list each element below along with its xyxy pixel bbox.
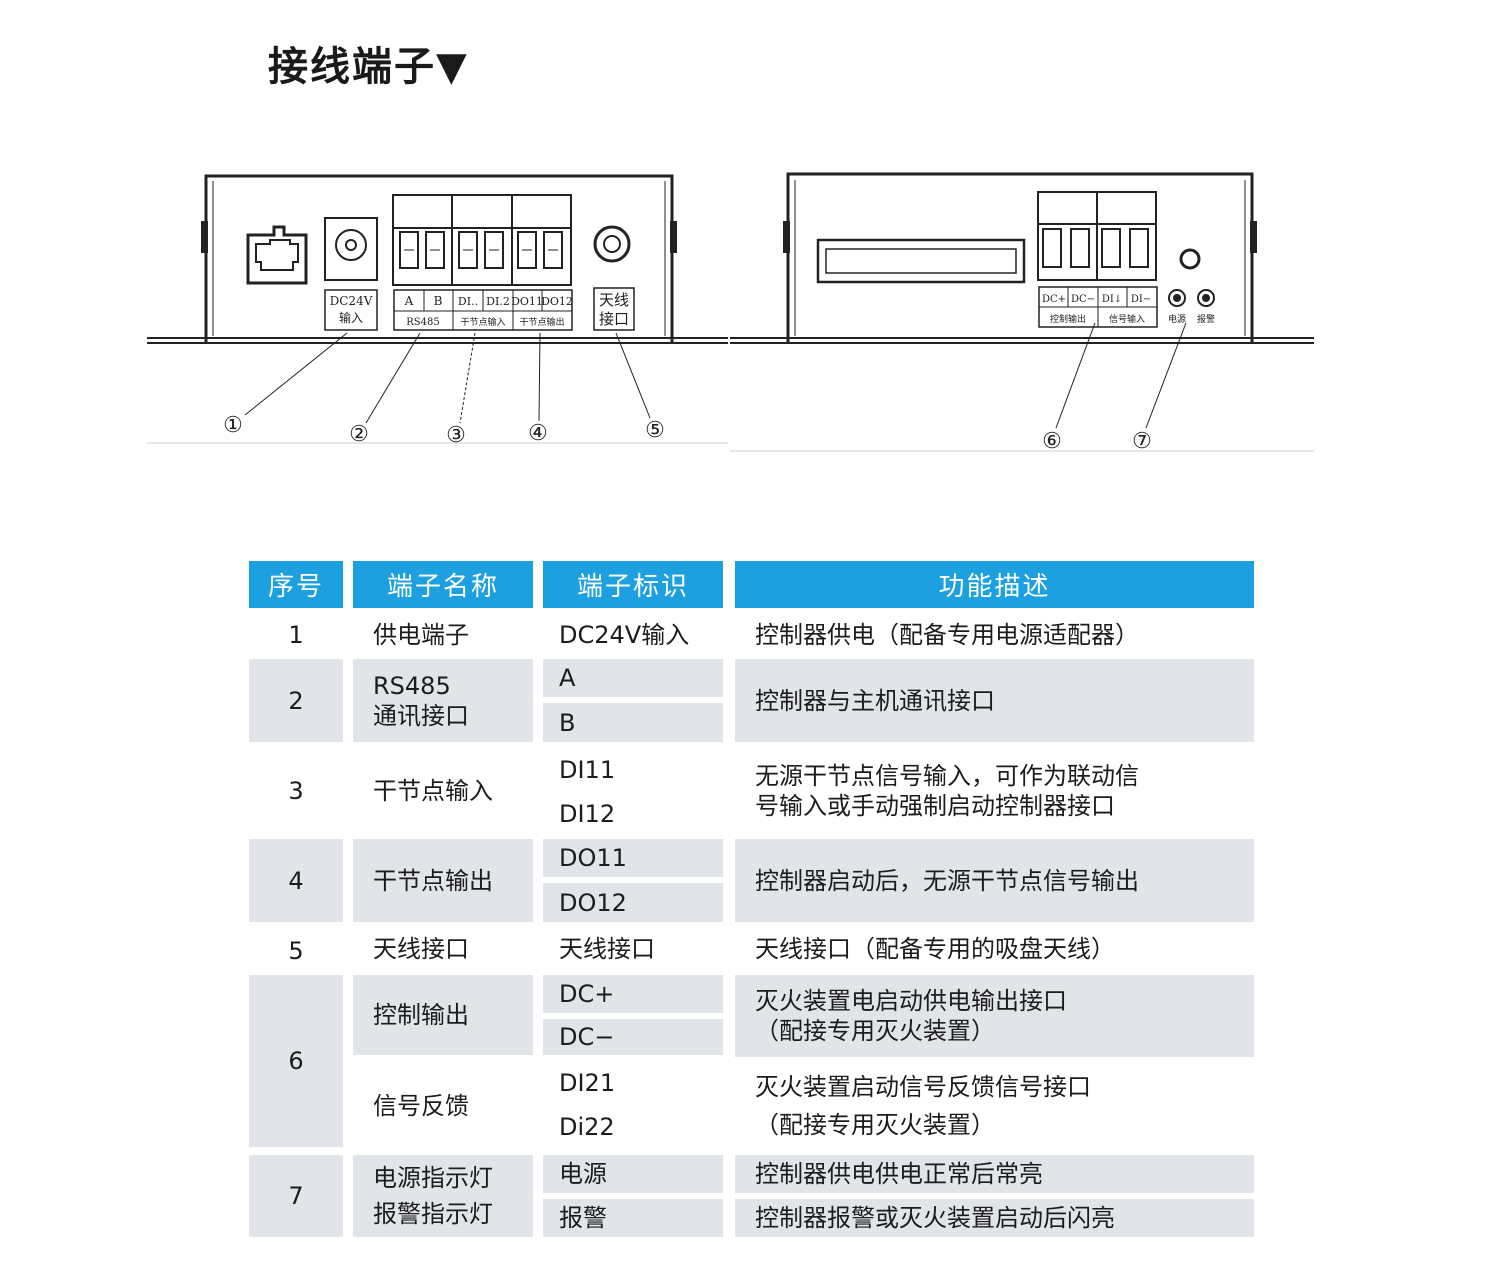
callout-3: ③ [446,423,466,448]
diagram-label: 电源 [1168,313,1186,325]
callout-5: ⑤ [645,418,665,443]
diagram-label: 接口 [599,310,629,328]
row-no: 4 [288,866,304,895]
row-name: 控制输出 [373,1001,469,1029]
row-id: 天线接口 [559,935,655,963]
row-desc: 控制器供电（配备专用电源适配器） [755,621,1139,649]
row-id: DO11 [559,844,627,872]
header-desc: 功能描述 [735,561,1254,608]
diagram-label: DI↓ [1102,294,1122,305]
diagram-label: 信号输入 [1109,313,1145,325]
row-id: DI12 [559,800,616,828]
callout-4: ④ [528,421,548,446]
terminal-diagram: DC24V 输入 A B RS485 DI.. DI.2 干节点输入 DO11 … [147,172,1314,454]
diagram-label: DI.. [458,295,478,308]
diagram-label: DI.2 [486,295,510,308]
row-name: 信号反馈 [373,1092,469,1120]
diagram-label: B [434,294,443,308]
row-no: 7 [288,1182,304,1210]
diagram-label: A [404,294,414,308]
header-id: 端子标识 [543,561,723,608]
row-no: 2 [288,686,304,715]
row-desc: 控制器与主机通讯接口 [755,686,995,715]
row-id: DI21 [559,1069,616,1097]
diagram-label: 输入 [339,310,363,325]
diagram-label: 天线 [599,291,629,309]
page-title: 接线端子▼ [268,44,469,90]
callout-1: ① [223,413,243,438]
diagram-label: DO12 [541,295,573,308]
diagram-label: 报警 [1197,313,1215,325]
row-no: 6 [288,1047,304,1075]
row-no: 3 [288,777,304,805]
header-name: 端子名称 [353,561,533,608]
diagram-label: RS485 [406,317,439,328]
row-no: 5 [288,937,304,965]
row-desc: 控制器报警或灭火装置启动后闪亮 [755,1204,1115,1232]
diagram-label: 干节点输出 [519,316,564,328]
row-id: B [559,708,576,737]
diagram-label: DC− [1071,294,1095,305]
row-name: RS485 通讯接口 [373,671,469,730]
row-id: DC+ [559,980,615,1008]
row-id: Di22 [559,1113,615,1141]
row-id: A [559,664,576,692]
row-desc: 灭火装置启动信号反馈信号接口 （配接专用灭火装置） [755,1072,1091,1139]
header-no: 序号 [249,561,343,608]
row-desc: 天线接口（配备专用的吸盘天线） [755,935,1115,963]
row-desc: 控制器供电供电正常后常亮 [755,1160,1043,1188]
row-name: 天线接口 [373,935,469,963]
diagram-label: DC24V [330,294,373,308]
row-id: DO12 [559,888,627,917]
row-name: 干节点输入 [373,777,493,805]
row-id: DC− [559,1023,615,1051]
diagram-label: DI− [1131,294,1151,305]
row-desc: 灭火装置电启动供电输出接口 （配接专用灭火装置） [755,987,1067,1045]
callout-2: ② [349,422,369,447]
diagram-label: 控制输出 [1050,313,1086,325]
row-id: DC24V输入 [559,621,690,649]
diagram-label: 干节点输入 [460,316,505,328]
row-id: 电源 [559,1160,607,1188]
row-desc: 无源干节点信号输入，可作为联动信 号输入或手动强制启动控制器接口 [755,762,1139,820]
row-desc: 控制器启动后，无源干节点信号输出 [755,866,1139,895]
row-id: 报警 [559,1204,607,1232]
row-name: 干节点输出 [373,866,493,895]
diagram-label: DO11 [511,295,543,308]
row-name: 供电端子 [373,621,469,649]
diagram-label: DC+ [1042,294,1066,305]
row-no: 1 [288,621,304,649]
callout-7: ⑦ [1132,429,1152,454]
row-id: DI11 [559,756,616,784]
callout-6: ⑥ [1042,429,1062,454]
row-name: 电源指示灯 报警指示灯 [373,1164,493,1228]
